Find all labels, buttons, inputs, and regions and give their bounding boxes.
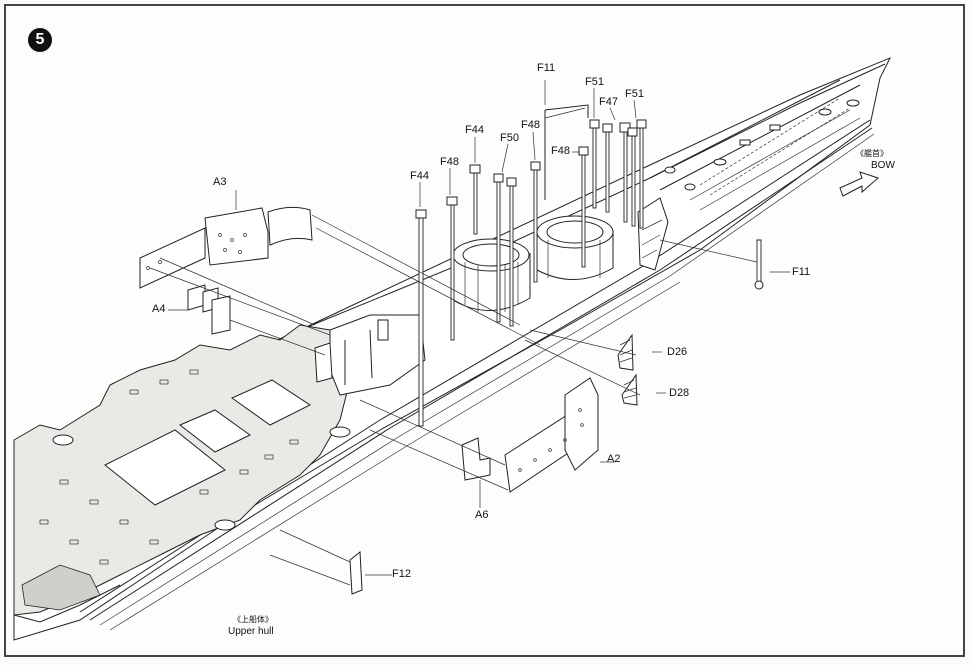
part-a3 <box>139 206 313 289</box>
callout-f44-top: F44 <box>465 124 484 136</box>
upper-hull-label-zh: 《上船体》 <box>233 615 273 624</box>
part-a6 <box>461 437 491 481</box>
bow-arrow <box>839 171 879 197</box>
callout-a6: A6 <box>475 509 489 521</box>
callout-d28: D28 <box>669 387 690 399</box>
part-f12 <box>349 551 363 595</box>
leader-lines <box>149 80 790 586</box>
callout-f51-a: F51 <box>585 76 604 88</box>
callout-f11-top: F11 <box>537 62 556 74</box>
part-f11-right <box>754 239 764 290</box>
bow-label-zh: 《艦首》 <box>856 149 888 158</box>
stern-deck <box>13 324 361 623</box>
part-a2 <box>504 377 599 493</box>
callout-f51-b: F51 <box>625 88 644 100</box>
callout-f48-mid: F48 <box>551 145 570 157</box>
fitting-rods <box>415 104 647 427</box>
callout-a3: A3 <box>213 176 227 188</box>
callout-f47: F47 <box>599 96 618 108</box>
step-number-badge: 5 <box>28 28 52 52</box>
part-a4 <box>187 284 231 335</box>
callout-f12: F12 <box>392 568 411 580</box>
callout-d26: D26 <box>667 346 688 358</box>
callout-f48-left: F48 <box>440 156 459 168</box>
callout-f11-right: F11 <box>792 266 811 278</box>
bow-label-en: BOW <box>871 160 895 171</box>
callout-f50: F50 <box>500 132 519 144</box>
callout-f48-top: F48 <box>521 119 540 131</box>
callout-a2: A2 <box>607 453 621 465</box>
callout-a4: A4 <box>152 303 166 315</box>
upper-hull-label-en: Upper hull <box>228 626 274 637</box>
callout-f44-left: F44 <box>410 170 429 182</box>
breakwater <box>637 197 669 271</box>
